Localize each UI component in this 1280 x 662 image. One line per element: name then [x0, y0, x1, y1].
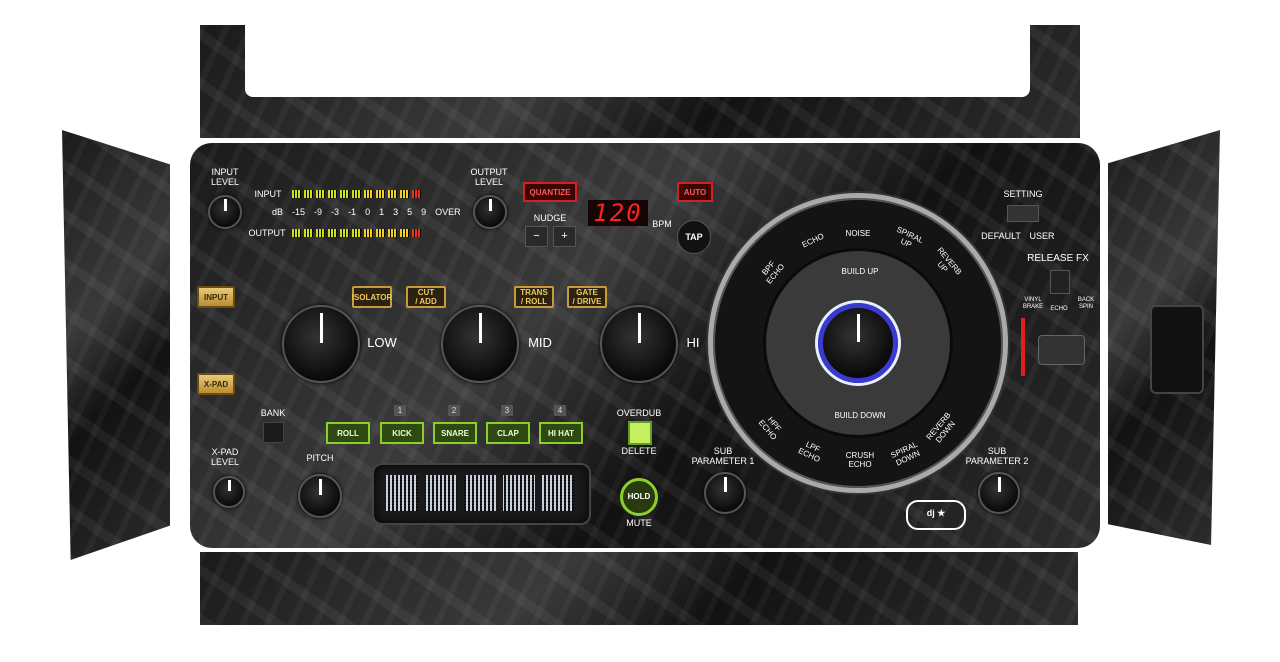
- xpad-level-label: X-PAD LEVEL: [210, 447, 240, 467]
- trans-roll-button[interactable]: TRANS / ROLL: [514, 286, 554, 308]
- overdub-button[interactable]: [628, 421, 652, 445]
- pitch-knob[interactable]: [298, 474, 342, 518]
- scale-tick: 3: [393, 207, 399, 217]
- bottom-strip: [200, 552, 1078, 625]
- top-cutout: [245, 20, 1030, 97]
- hold-button[interactable]: HOLD: [620, 478, 658, 516]
- cut-add-button[interactable]: CUT / ADD: [406, 286, 446, 308]
- input-meter: [292, 190, 421, 198]
- scale-tick: -1: [348, 207, 357, 217]
- overdub-label: OVERDUB: [616, 408, 662, 418]
- pad-hi-hat[interactable]: HI HAT: [539, 422, 583, 444]
- wheel-label-crush-echo: CRUSH ECHO: [845, 451, 875, 469]
- nudge-minus-button[interactable]: −: [525, 226, 548, 247]
- output-level-label: OUTPUT LEVEL: [470, 167, 508, 187]
- brand-logo: dj ★: [906, 500, 966, 530]
- delete-label: DELETE: [621, 446, 657, 456]
- bank-label: BANK: [260, 408, 286, 418]
- scale-tick: 5: [407, 207, 413, 217]
- bank-button[interactable]: [263, 422, 284, 443]
- sub-parameter-2-knob[interactable]: [978, 472, 1020, 514]
- pad-clap[interactable]: CLAP: [486, 422, 530, 444]
- pad-kick[interactable]: KICK: [380, 422, 424, 444]
- release-fx-switch[interactable]: [1050, 270, 1070, 294]
- input-level-label: INPUT LEVEL: [210, 167, 240, 187]
- sub-parameter-1-knob[interactable]: [704, 472, 746, 514]
- echo-label: ECHO: [1050, 306, 1068, 312]
- bpm-label: BPM: [652, 219, 672, 229]
- gate-drive-button[interactable]: GATE / DRIVE: [567, 286, 607, 308]
- xpad-level-knob[interactable]: [213, 476, 245, 508]
- scale-tick: -9: [314, 207, 323, 217]
- pad-snare[interactable]: SNARE: [433, 422, 477, 444]
- nudge-plus-button[interactable]: +: [553, 226, 576, 247]
- pad-roll[interactable]: ROLL: [326, 422, 370, 444]
- low-label: LOW: [367, 335, 397, 350]
- release-fx-lever-indicator: [1021, 318, 1025, 376]
- hi-knob[interactable]: [600, 305, 678, 383]
- vinyl-brake-label: VINYL BRAKE: [1022, 297, 1044, 310]
- scale-tick: dB: [272, 207, 284, 217]
- setting-switch[interactable]: [1007, 205, 1039, 222]
- mute-label: MUTE: [626, 518, 652, 528]
- mid-label: MID: [528, 335, 552, 350]
- scale-tick: 1: [379, 207, 385, 217]
- pad-number: 3: [501, 405, 513, 416]
- release-fx-label: RELEASE FX: [1027, 253, 1089, 264]
- scale-tick: 0: [365, 207, 371, 217]
- xpad-button[interactable]: X-PAD: [197, 373, 235, 395]
- setting-user-label: USER: [1029, 231, 1055, 241]
- right-slot: [1150, 305, 1204, 394]
- strip-leds: [386, 475, 576, 511]
- pad-number: 2: [448, 405, 460, 416]
- bpm-display: 120: [588, 200, 648, 226]
- mid-knob[interactable]: [441, 305, 519, 383]
- setting-default-label: DEFAULT: [981, 231, 1021, 241]
- scale-tick: -3: [331, 207, 340, 217]
- wheel-label-build-up: BUILD UP: [841, 267, 879, 276]
- wheel-label-build-down: BUILD DOWN: [834, 411, 886, 420]
- pad-number: 1: [394, 405, 406, 416]
- tap-button[interactable]: TAP: [677, 220, 711, 254]
- pitch-label: PITCH: [306, 453, 334, 463]
- output-meter: [292, 229, 421, 237]
- scale-tick: OVER: [435, 207, 461, 217]
- left-side-panel: [62, 130, 170, 560]
- scale-tick: 9: [421, 207, 427, 217]
- sub-parameter-1-label: SUB PARAMETER 1: [691, 446, 755, 466]
- auto-button[interactable]: AUTO: [677, 182, 713, 202]
- effect-wheel[interactable]: [708, 193, 1008, 493]
- input-level-knob[interactable]: [208, 195, 242, 229]
- output-level-knob[interactable]: [473, 195, 507, 229]
- quantize-button[interactable]: QUANTIZE: [523, 182, 577, 202]
- setting-label: SETTING: [1003, 189, 1043, 199]
- pad-number: 4: [554, 405, 566, 416]
- output-meter-label: OUTPUT: [248, 228, 286, 238]
- release-fx-lever[interactable]: [1038, 335, 1085, 365]
- input-meter-label: INPUT: [254, 189, 282, 199]
- nudge-label: NUDGE: [533, 213, 567, 223]
- hi-label: HI: [686, 335, 700, 350]
- scale-tick: -15: [292, 207, 306, 217]
- low-knob[interactable]: [282, 305, 360, 383]
- wheel-label-noise: NOISE: [845, 229, 871, 238]
- sub-parameter-2-label: SUB PARAMETER 2: [965, 446, 1029, 466]
- xpad-touch-strip[interactable]: [372, 463, 591, 525]
- input-button[interactable]: INPUT: [197, 286, 235, 308]
- wheel-center-knob[interactable]: [818, 303, 898, 383]
- back-spin-label: BACK SPIN: [1077, 297, 1095, 310]
- isolator-button[interactable]: ISOLATOR: [352, 286, 392, 308]
